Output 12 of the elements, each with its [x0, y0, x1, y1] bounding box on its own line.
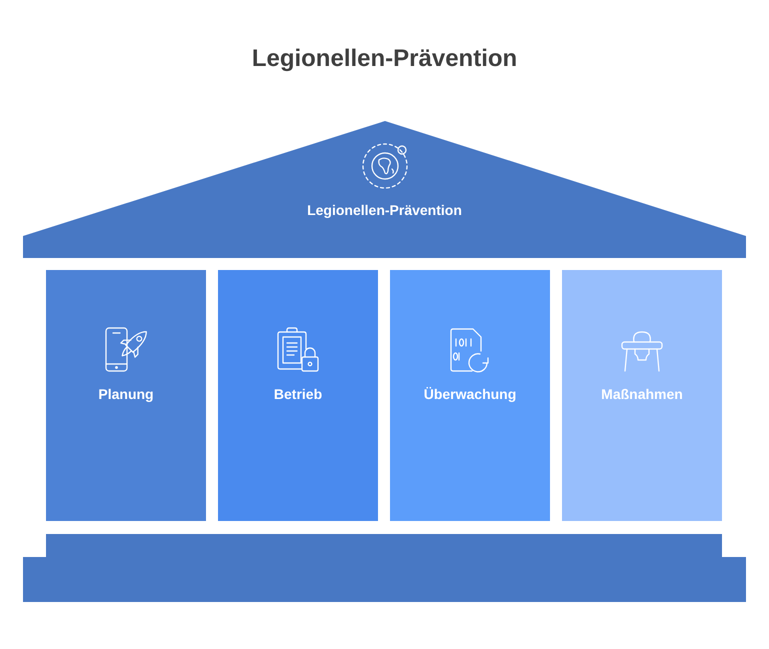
pillar — [390, 270, 550, 521]
roof-label: Legionellen-Prävention — [307, 201, 462, 219]
roof — [23, 121, 746, 258]
pillar-label: Planung — [98, 385, 154, 403]
base-platform — [23, 534, 746, 602]
pillar — [218, 270, 378, 521]
pillar — [562, 270, 722, 521]
pillar-label: Betrieb — [274, 385, 322, 403]
pillar — [46, 270, 206, 521]
pillar-label: Überwachung — [424, 385, 516, 403]
pillar-label: Maßnahmen — [601, 385, 683, 403]
title: Legionellen-Prävention — [252, 44, 518, 74]
